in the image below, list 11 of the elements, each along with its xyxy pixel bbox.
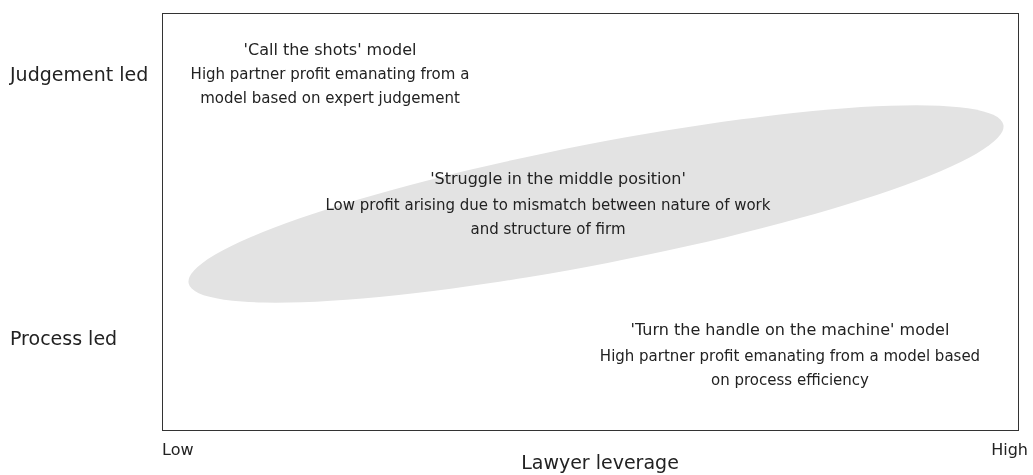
- quadrant-description: High partner profit emanating from a model based on process efficiency: [598, 346, 982, 391]
- quadrant-title: 'Call the shots' model: [242, 39, 418, 61]
- axis-label: Process led: [10, 326, 119, 350]
- axis-title: Lawyer leverage: [520, 450, 680, 474]
- axis-tick-label: High: [990, 439, 1028, 461]
- region-description: Low profit arising due to mismatch between nature of work and structure of firm: [324, 195, 772, 240]
- axis-tick-label: Low: [162, 439, 195, 461]
- quadrant-description: High partner profit emanating from a model based on expert judgement: [189, 64, 471, 109]
- axis-label: Judgement led: [10, 62, 150, 86]
- region-title: 'Struggle in the middle position': [429, 168, 687, 190]
- quadrant-title: 'Turn the handle on the machine' model: [629, 319, 951, 341]
